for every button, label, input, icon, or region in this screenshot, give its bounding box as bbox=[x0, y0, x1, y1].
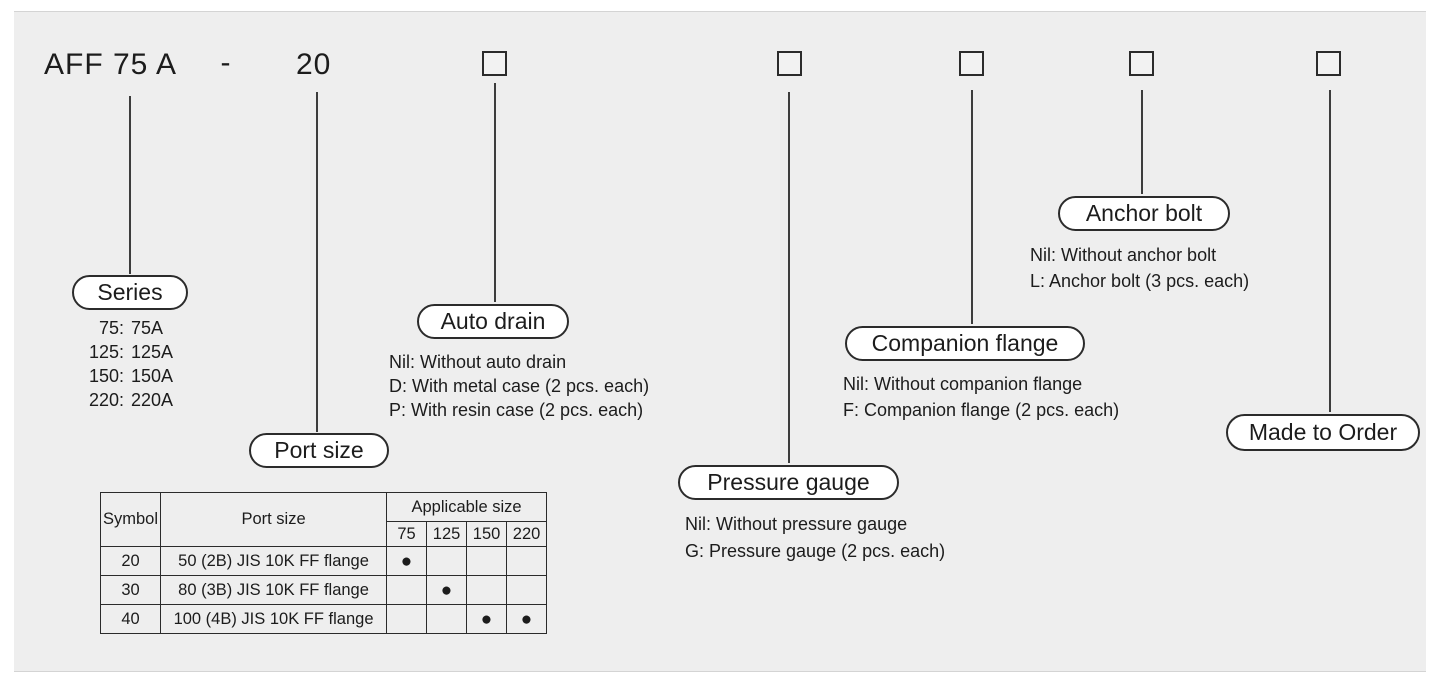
model-code-separator: - bbox=[220, 46, 232, 79]
series-option-label: 75A bbox=[131, 318, 164, 338]
port-table-port-cell: 80 (3B) JIS 10K FF flange bbox=[160, 575, 388, 605]
port-size-bubble-label: Port size bbox=[249, 433, 389, 468]
model-code-prefix: AFF 75 A bbox=[44, 48, 178, 81]
anchor-bolt-connector-line bbox=[1141, 90, 1143, 194]
port-table-row: 40 100 (4B) JIS 10K FF flange ● ● bbox=[99, 604, 548, 634]
applicable-mark bbox=[506, 575, 548, 605]
series-option-code: 75: bbox=[98, 318, 124, 338]
applicable-mark bbox=[426, 604, 468, 634]
companion-flange-option: Nil: Without companion flange bbox=[843, 374, 1083, 394]
anchor-bolt-option: Nil: Without anchor bolt bbox=[1030, 245, 1217, 265]
series-option-label: 125A bbox=[131, 342, 174, 362]
auto-drain-option: D: With metal case (2 pcs. each) bbox=[389, 376, 650, 396]
companion-flange-bubble-label: Companion flange bbox=[845, 326, 1085, 361]
series-option: 125: 125A bbox=[78, 340, 173, 364]
port-table-size-col: 75 bbox=[386, 521, 428, 547]
applicable-mark: ● bbox=[386, 546, 428, 576]
port-table-header-symbol: Symbol bbox=[99, 492, 162, 547]
pressure-gauge-option-box bbox=[777, 51, 802, 76]
port-table-row: 20 50 (2B) JIS 10K FF flange ● bbox=[99, 546, 548, 576]
companion-flange-option: F: Companion flange (2 pcs. each) bbox=[843, 400, 1120, 420]
port-table-row: 30 80 (3B) JIS 10K FF flange ● bbox=[99, 575, 548, 605]
anchor-bolt-options: Nil: Without anchor bolt L: Anchor bolt … bbox=[1030, 242, 1249, 294]
made-to-order-connector-line bbox=[1329, 90, 1331, 412]
applicable-mark bbox=[506, 546, 548, 576]
series-option-label: 150A bbox=[131, 366, 174, 386]
applicable-mark bbox=[386, 575, 428, 605]
pressure-gauge-option: Nil: Without pressure gauge bbox=[685, 514, 908, 534]
series-option: 75: 75A bbox=[78, 316, 173, 340]
port-table-header-port-size: Port size bbox=[160, 492, 388, 547]
port-table-header-applicable-size: Applicable size bbox=[386, 492, 548, 522]
series-option-code: 125: bbox=[88, 342, 124, 362]
applicable-mark bbox=[466, 575, 508, 605]
port-table-port-cell: 50 (2B) JIS 10K FF flange bbox=[160, 546, 388, 576]
companion-flange-options: Nil: Without companion flange F: Compani… bbox=[843, 371, 1119, 423]
applicable-mark: ● bbox=[506, 604, 548, 634]
pressure-gauge-option: G: Pressure gauge (2 pcs. each) bbox=[685, 541, 946, 561]
port-table-size-col: 125 bbox=[426, 521, 468, 547]
applicable-mark: ● bbox=[426, 575, 468, 605]
port-table-symbol-cell: 40 bbox=[99, 604, 162, 634]
anchor-bolt-option: L: Anchor bolt (3 pcs. each) bbox=[1030, 271, 1250, 291]
applicable-mark bbox=[466, 546, 508, 576]
series-option: 150: 150A bbox=[78, 364, 173, 388]
auto-drain-connector-line bbox=[494, 83, 496, 302]
series-option-label: 220A bbox=[131, 390, 174, 410]
companion-flange-option-box bbox=[959, 51, 984, 76]
port-size-connector-line bbox=[316, 92, 318, 432]
anchor-bolt-option-box bbox=[1129, 51, 1154, 76]
port-table-symbol-cell: 20 bbox=[99, 546, 162, 576]
applicable-mark: ● bbox=[466, 604, 508, 634]
companion-flange-connector-line bbox=[971, 90, 973, 324]
series-option: 220: 220A bbox=[78, 388, 173, 412]
series-bubble-label: Series bbox=[72, 275, 188, 310]
port-size-table: Symbol Port size Applicable size 75 125 … bbox=[99, 492, 548, 634]
series-option-code: 220: bbox=[88, 390, 124, 410]
pressure-gauge-connector-line bbox=[788, 92, 790, 463]
auto-drain-options: Nil: Without auto drain D: With metal ca… bbox=[389, 350, 649, 422]
model-code-port-value: 20 bbox=[296, 48, 332, 81]
applicable-mark bbox=[426, 546, 468, 576]
series-options: 75: 75A 125: 125A 150: 150A 220: 220A bbox=[78, 316, 173, 412]
pressure-gauge-options: Nil: Without pressure gauge G: Pressure … bbox=[685, 511, 945, 565]
port-table-size-col: 220 bbox=[506, 521, 548, 547]
port-table-size-col: 150 bbox=[466, 521, 508, 547]
series-option-code: 150: bbox=[88, 366, 124, 386]
made-to-order-option-box bbox=[1316, 51, 1341, 76]
port-table-symbol-cell: 30 bbox=[99, 575, 162, 605]
made-to-order-bubble-label: Made to Order bbox=[1226, 414, 1420, 451]
applicable-mark bbox=[386, 604, 428, 634]
auto-drain-option-box bbox=[482, 51, 507, 76]
anchor-bolt-bubble-label: Anchor bolt bbox=[1058, 196, 1230, 231]
auto-drain-option: Nil: Without auto drain bbox=[389, 352, 567, 372]
pressure-gauge-bubble-label: Pressure gauge bbox=[678, 465, 899, 500]
series-connector-line bbox=[129, 96, 131, 274]
port-table-port-cell: 100 (4B) JIS 10K FF flange bbox=[160, 604, 388, 634]
auto-drain-option: P: With resin case (2 pcs. each) bbox=[389, 400, 644, 420]
auto-drain-bubble-label: Auto drain bbox=[417, 304, 569, 339]
